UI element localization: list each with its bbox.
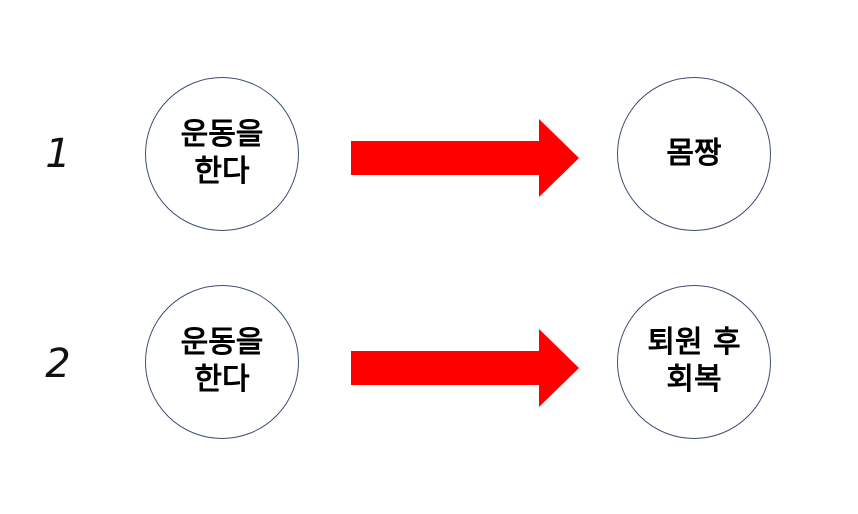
row-1-arrow: [351, 119, 579, 197]
row-1-source-label: 운동을 한다: [180, 117, 264, 189]
row-2-source-circle: 운동을 한다: [145, 285, 299, 439]
row-2-arrow: [351, 329, 579, 407]
row-1-number: 1: [45, 131, 71, 177]
row-2-number: 2: [45, 341, 71, 387]
row-1-target-circle: 몸짱: [617, 77, 771, 231]
row-1-target-label: 몸짱: [666, 135, 722, 171]
row-1-source-circle: 운동을 한다: [145, 77, 299, 231]
row-2-target-label: 퇴원 후 회복: [647, 325, 741, 397]
row-2-source-label: 운동을 한다: [180, 325, 264, 397]
row-2-target-circle: 퇴원 후 회복: [617, 285, 771, 439]
